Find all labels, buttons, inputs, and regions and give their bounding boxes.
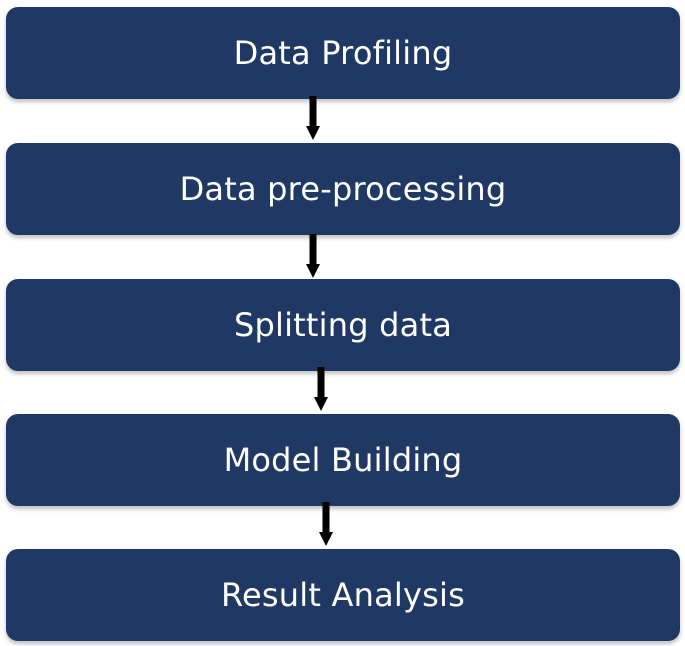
- step-label: Result Analysis: [221, 576, 465, 614]
- down-arrow-icon: [306, 234, 320, 278]
- step-box-splitting-data: Splitting data: [6, 279, 680, 371]
- step-box-result-analysis: Result Analysis: [6, 549, 680, 641]
- step-label: Data Profiling: [233, 34, 453, 72]
- step-box-data-pre-processing: Data pre-processing: [6, 143, 680, 235]
- step-box-data-profiling: Data Profiling: [6, 7, 680, 99]
- step-label: Splitting data: [233, 306, 453, 344]
- step-label: Data pre-processing: [179, 170, 507, 208]
- down-arrow-icon: [306, 96, 320, 140]
- step-box-model-building: Model Building: [6, 414, 680, 506]
- step-label: Model Building: [223, 441, 463, 479]
- down-arrow-icon: [314, 367, 328, 411]
- down-arrow-icon: [319, 502, 333, 546]
